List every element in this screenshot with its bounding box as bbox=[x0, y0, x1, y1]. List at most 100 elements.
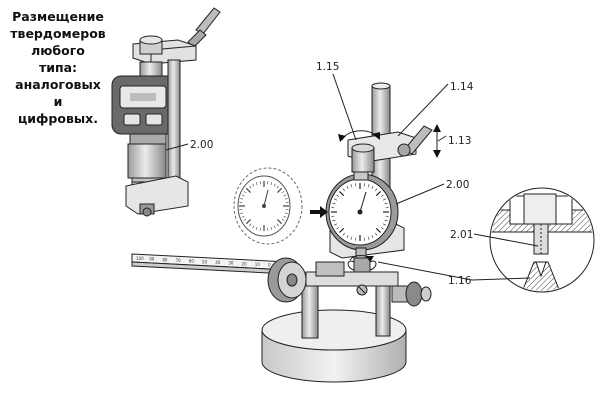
scale-mark-label: 30 bbox=[228, 261, 234, 266]
analog-gauge-ghost bbox=[233, 167, 303, 245]
dial-tick bbox=[375, 232, 378, 236]
dial-tick bbox=[350, 184, 353, 188]
dial-tick bbox=[240, 212, 244, 215]
dial-tick bbox=[249, 223, 252, 227]
dial-tick bbox=[380, 227, 384, 230]
dial-tick bbox=[281, 191, 285, 194]
scale-mark-label: 70 bbox=[176, 258, 182, 263]
scale-mark-label: 60 bbox=[189, 259, 195, 264]
dial-tick bbox=[241, 194, 245, 197]
scale-mark-label: 10 bbox=[255, 262, 261, 267]
scale-mark-label: 50 bbox=[202, 259, 208, 264]
dial-tick bbox=[284, 197, 288, 200]
dial-tick bbox=[283, 215, 287, 218]
dial-tick bbox=[245, 219, 251, 225]
scale-mark-label: 80 bbox=[162, 257, 168, 262]
indenter-detail bbox=[489, 187, 595, 293]
dial-tick bbox=[342, 188, 345, 192]
scale-mark-label: 100 bbox=[136, 256, 144, 261]
dial-ticks bbox=[239, 181, 289, 231]
gauge-holder bbox=[347, 131, 417, 173]
dial-tick bbox=[255, 226, 258, 230]
knurled-knob bbox=[139, 35, 163, 55]
dial-tick bbox=[371, 186, 374, 189]
rotation-arrow bbox=[338, 130, 380, 142]
scale-mark-label: 40 bbox=[215, 260, 221, 265]
dial-tick bbox=[375, 227, 381, 233]
heading-line: твердомеров bbox=[10, 26, 106, 41]
dial-tick bbox=[339, 191, 345, 197]
scale-mark-label: 20 bbox=[242, 261, 248, 266]
dial-tick bbox=[336, 194, 340, 197]
dial-tick bbox=[252, 183, 255, 187]
sliding-roller bbox=[267, 257, 307, 303]
dial-tick bbox=[284, 212, 288, 215]
label-holder: 1.14 bbox=[450, 81, 474, 93]
dial-tick bbox=[334, 198, 337, 201]
digital-gauge-assembly bbox=[111, 7, 221, 217]
dial-tick bbox=[281, 218, 285, 221]
dial-tick bbox=[276, 223, 279, 227]
scale-mark-label: 90 bbox=[149, 257, 155, 262]
dial-tick bbox=[367, 184, 370, 188]
dial-tick bbox=[332, 219, 336, 222]
dial-tick bbox=[384, 202, 388, 205]
dial-tick bbox=[371, 235, 374, 238]
dial-tick bbox=[367, 236, 370, 240]
dial-tick bbox=[243, 218, 247, 221]
dial-tick bbox=[273, 225, 276, 229]
analog-gauge bbox=[325, 171, 399, 259]
dial-tick bbox=[277, 187, 283, 193]
dial-tick bbox=[255, 182, 258, 186]
label-handle: 1.13 bbox=[448, 135, 471, 147]
dial-tick bbox=[277, 219, 283, 225]
dial-tick bbox=[350, 236, 353, 240]
stand-base bbox=[261, 309, 407, 383]
dial-tick bbox=[245, 187, 251, 193]
dial-ticks bbox=[331, 183, 389, 241]
dial-tick bbox=[380, 194, 384, 197]
dial-tick bbox=[332, 202, 336, 205]
dial-tick bbox=[276, 185, 279, 189]
dial-tick bbox=[334, 223, 337, 226]
label-anvil: 1.16 bbox=[448, 275, 472, 287]
dial-tick bbox=[375, 188, 378, 192]
heading-line: любого bbox=[31, 43, 85, 58]
holder-handle bbox=[397, 125, 433, 157]
dial-tick bbox=[339, 227, 345, 233]
dial-tick bbox=[346, 186, 349, 189]
dial-tick bbox=[384, 219, 388, 222]
heading-line: аналоговых bbox=[15, 77, 101, 92]
dial-tick bbox=[243, 191, 247, 194]
dial-tick bbox=[241, 215, 245, 218]
dial-tick bbox=[342, 232, 345, 236]
dial-tick bbox=[383, 223, 386, 226]
label-knob: 1.15 bbox=[316, 61, 339, 73]
top-handle bbox=[187, 7, 221, 48]
vertical-arrow bbox=[433, 124, 441, 158]
scale-mark-label: 0 bbox=[268, 263, 271, 268]
digital-gauge bbox=[111, 75, 177, 135]
dial-tick bbox=[249, 185, 252, 189]
label-indenter: 2.01 bbox=[450, 229, 473, 241]
dial-tick bbox=[336, 227, 340, 230]
heading-line: Размещение bbox=[12, 9, 104, 24]
heading-line: типа: bbox=[38, 60, 78, 75]
dial-tick bbox=[270, 226, 273, 230]
heading-line: цифровых. bbox=[18, 111, 98, 126]
dial-tick bbox=[270, 182, 273, 186]
label-digital-gauge: 2.00 bbox=[190, 139, 213, 151]
dial-tick bbox=[383, 198, 386, 201]
heading: Размещение твердомеров любого типа: анал… bbox=[4, 8, 112, 127]
swap-arrow bbox=[310, 206, 328, 218]
side-knob bbox=[391, 281, 432, 307]
dial-tick bbox=[240, 197, 244, 200]
leader-lines bbox=[165, 73, 539, 281]
rotation-arrow-small bbox=[349, 255, 374, 262]
dial-tick bbox=[375, 191, 381, 197]
dial-tick bbox=[252, 225, 255, 229]
dial-tick bbox=[273, 183, 276, 187]
